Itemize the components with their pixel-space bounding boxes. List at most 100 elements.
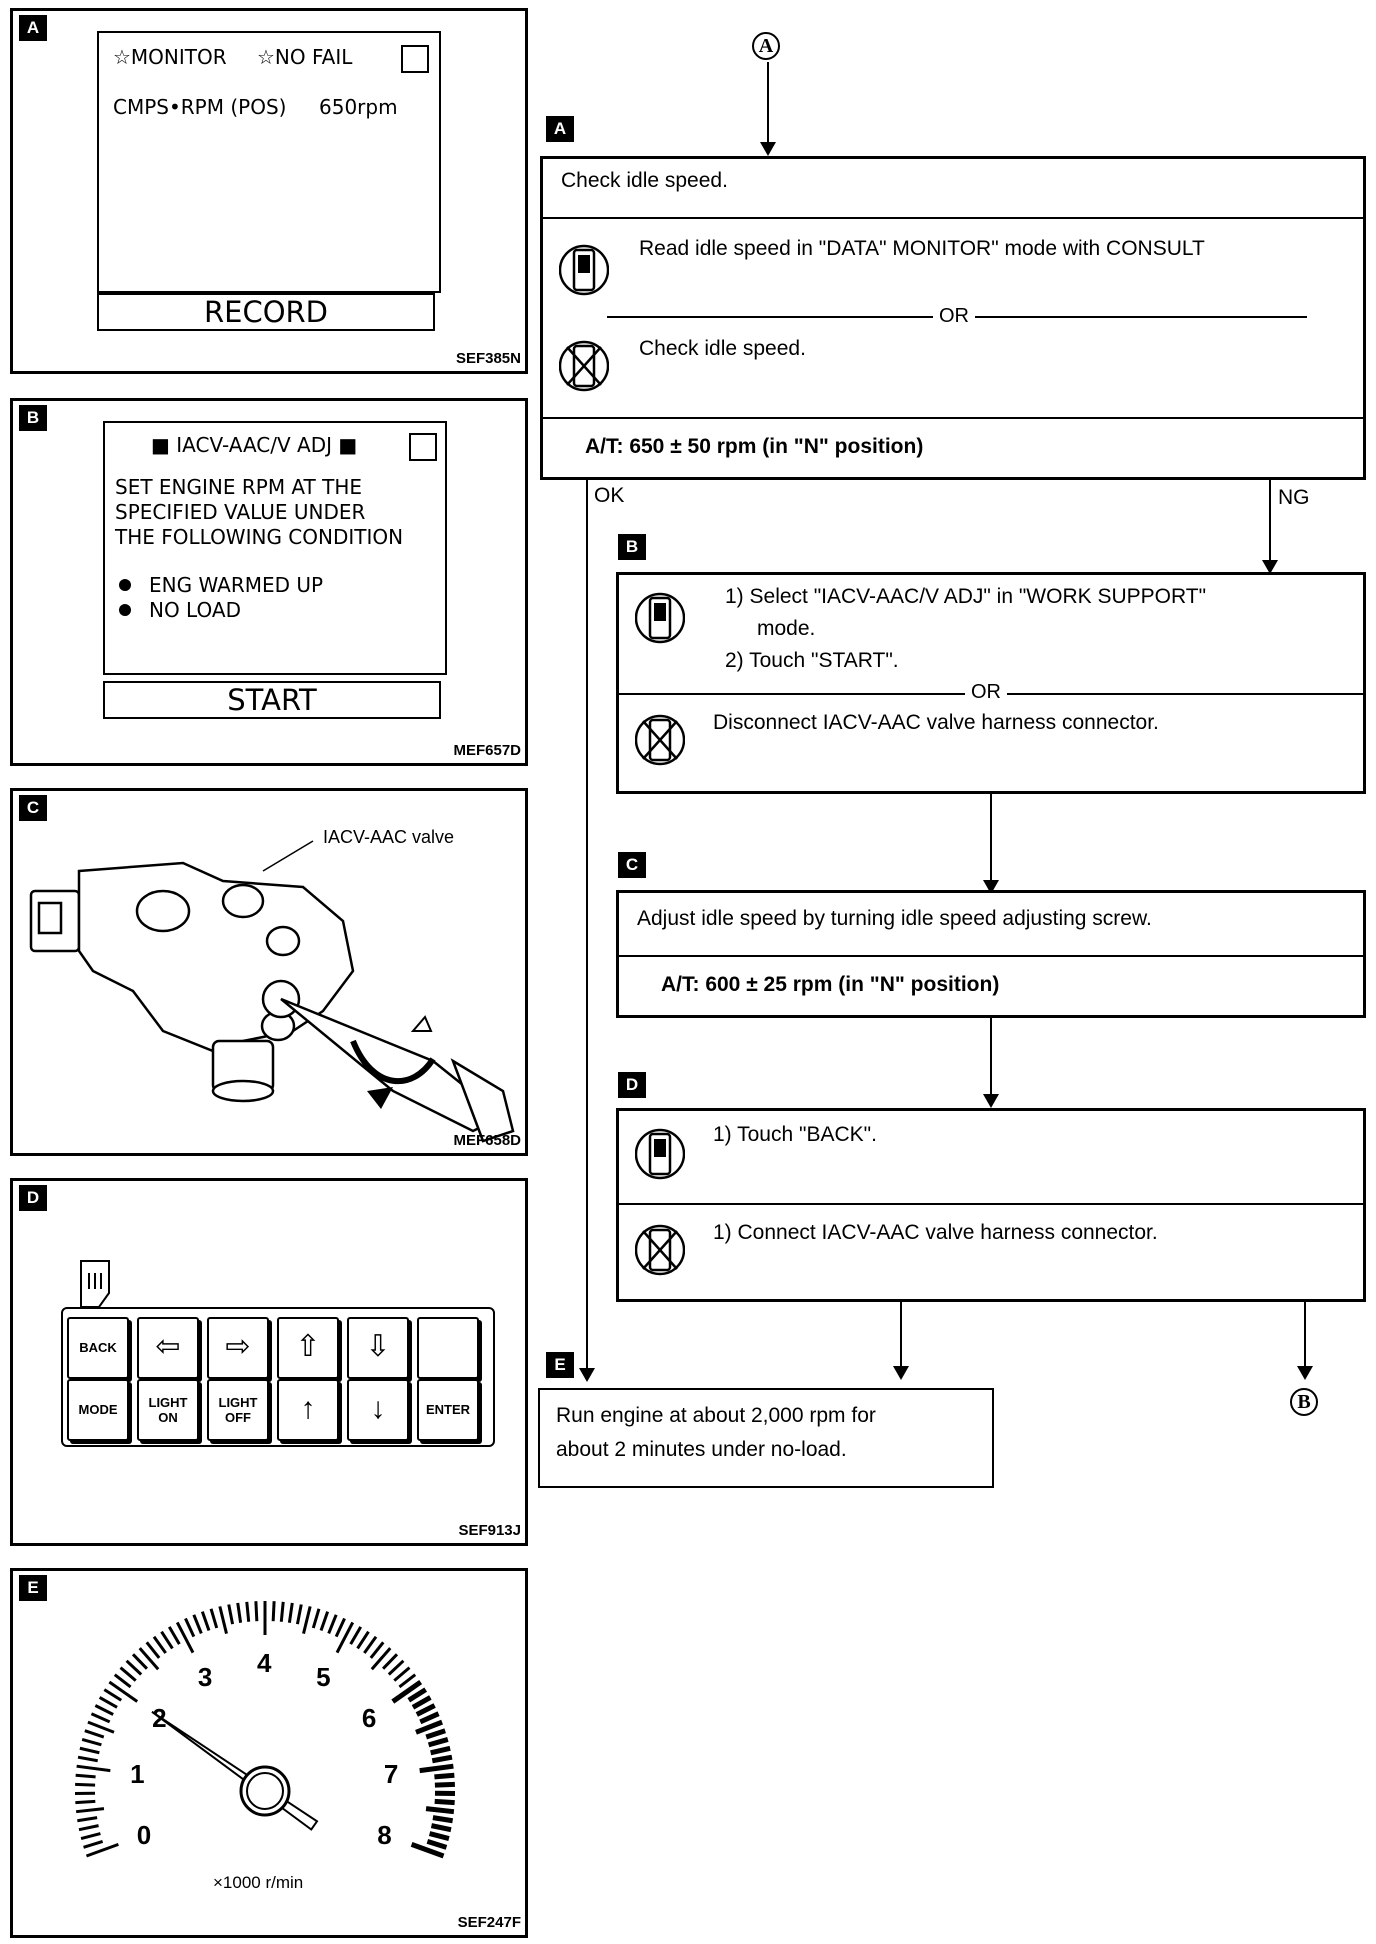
tacho-tick (83, 1839, 104, 1849)
key-right-arrow-icon[interactable]: ⇨ (207, 1317, 269, 1379)
tacho-tick (79, 1746, 100, 1755)
tacho-number: 0 (136, 1819, 152, 1850)
tacho-number: 4 (257, 1648, 272, 1678)
tacho-number: 8 (377, 1819, 392, 1850)
figure-ref-b: MEF657D (453, 742, 521, 759)
key-enter[interactable]: ENTER (417, 1379, 479, 1441)
tacho-tick (131, 1653, 148, 1670)
tacho-tick (254, 1601, 259, 1622)
tacho-tick (75, 1799, 96, 1805)
key-light-on[interactable]: LIGHT ON (137, 1379, 199, 1441)
panel-d-tag: D (19, 1185, 47, 1211)
tacho-tick (227, 1604, 235, 1625)
tacho-tick (382, 1653, 399, 1670)
consult-screen-a: ☆MONITOR ☆NO FAIL CMPS•RPM (POS) 650rpm (97, 31, 441, 293)
key-back[interactable]: BACK (67, 1317, 129, 1379)
key-light-off[interactable]: LIGHT OFF (207, 1379, 269, 1441)
tacho-tick (419, 1711, 440, 1725)
tacho-tick (90, 1712, 111, 1724)
tacho-tick (271, 1601, 276, 1622)
tacho-tick (145, 1641, 161, 1659)
monitor-row-value: 650rpm (319, 95, 398, 119)
tacho-tick (319, 1611, 330, 1631)
valve-callout: IACV-AAC valve (323, 827, 455, 847)
no-tester-icon (635, 714, 685, 766)
tacho-tick (98, 1696, 118, 1709)
bullet-icon (119, 579, 131, 591)
ok-label: OK (594, 484, 625, 507)
tacho-tick (125, 1659, 143, 1676)
ok-flow-line (586, 480, 588, 1372)
tacho-tick (434, 1781, 455, 1788)
step-c-title: Adjust idle speed by turning idle speed … (637, 907, 1152, 930)
tacho-number: 3 (197, 1662, 213, 1693)
ng-label: NG (1278, 486, 1310, 509)
tacho-tick (75, 1782, 96, 1787)
key-blank[interactable] (417, 1317, 479, 1379)
tacho-tick (236, 1602, 243, 1623)
tacho-tick (428, 1831, 450, 1841)
arrow-down-icon (893, 1366, 909, 1380)
tacho-tick (356, 1630, 370, 1650)
connector-b-bottom: B (1290, 1388, 1318, 1416)
tacho-tick (370, 1647, 392, 1671)
key-down-icon[interactable]: ↓ (347, 1379, 409, 1441)
screen-checkbox[interactable] (401, 45, 429, 73)
arrow-down-icon (760, 142, 776, 156)
key-down-arrow-icon[interactable]: ⇩ (347, 1317, 409, 1379)
panel-a-tag: A (19, 15, 47, 41)
step-a-tag: A (546, 116, 574, 142)
step-a-consult-text: Read idle speed in "DATA" MONITOR" mode … (639, 237, 1205, 260)
tacho-tick (434, 1798, 455, 1806)
step-b-alt-text: Disconnect IACV-AAC valve harness connec… (713, 711, 1159, 734)
key-up-arrow-icon[interactable]: ⇧ (277, 1317, 339, 1379)
start-button[interactable]: START (103, 681, 441, 719)
screen-checkbox[interactable] (409, 433, 437, 461)
tacho-tick (80, 1832, 101, 1841)
step-a-alt-text: Check idle speed. (639, 337, 806, 360)
step-d-consult: 1) Touch "BACK". (713, 1123, 877, 1146)
tacho-tick (87, 1720, 115, 1734)
iacv-valve-illustration (29, 840, 515, 1143)
tacho-number: 1 (130, 1759, 145, 1790)
tacho-tick (387, 1659, 405, 1676)
step-b-box: 1) Select "IACV-AAC/V ADJ" in "WORK SUPP… (616, 572, 1366, 794)
tacho-tick (393, 1666, 411, 1682)
tacho-tick (327, 1614, 338, 1634)
step-a-spec: A/T: 650 ± 50 rpm (in "N" position) (585, 435, 924, 458)
step-e-line1: Run engine at about 2,000 rpm for (556, 1404, 876, 1427)
tacho-tick (103, 1688, 123, 1702)
tacho-tick (407, 1687, 428, 1703)
key-left-arrow-icon[interactable]: ⇦ (137, 1317, 199, 1379)
tacho-tick (411, 1695, 432, 1710)
step-b-consult-1b: mode. (757, 617, 816, 640)
tacho-tick (75, 1773, 96, 1779)
panel-c-tag: C (19, 795, 47, 821)
no-fail-label: ☆NO FAIL (257, 45, 353, 69)
tacho-tick (160, 1630, 174, 1650)
tacho-tick (426, 1839, 448, 1850)
step-d-alt-text: 1) Connect IACV-AAC valve harness connec… (713, 1221, 1158, 1244)
key-mode[interactable]: MODE (67, 1379, 129, 1441)
arrow-down-icon (579, 1368, 595, 1382)
tacho-tick (175, 1621, 195, 1654)
tacho-tick (167, 1626, 181, 1645)
flow-line (900, 1302, 902, 1372)
tacho-tick (81, 1737, 102, 1747)
tacho-tick (138, 1647, 160, 1671)
figure-ref-e: SEF247F (457, 1914, 521, 1931)
panel-e-tag: E (19, 1575, 47, 1601)
figure-ref-d: SEF913J (458, 1522, 521, 1539)
tachometer (74, 1601, 456, 1859)
step-a-box: Check idle speed. Read idle speed in "DA… (540, 156, 1366, 480)
tacho-tick (311, 1608, 321, 1629)
flow-line (990, 794, 992, 888)
tacho-tick (75, 1807, 105, 1814)
tacho-tick (335, 1621, 355, 1654)
key-up-icon[interactable]: ↑ (277, 1379, 339, 1441)
step-b-consult-1: 1) Select "IACV-AAC/V ADJ" in "WORK SUPP… (725, 585, 1207, 608)
tacho-tick (85, 1842, 119, 1858)
tacho-tick (419, 1763, 454, 1774)
arrow-down-icon (1262, 560, 1278, 574)
record-button[interactable]: RECORD (97, 293, 435, 331)
